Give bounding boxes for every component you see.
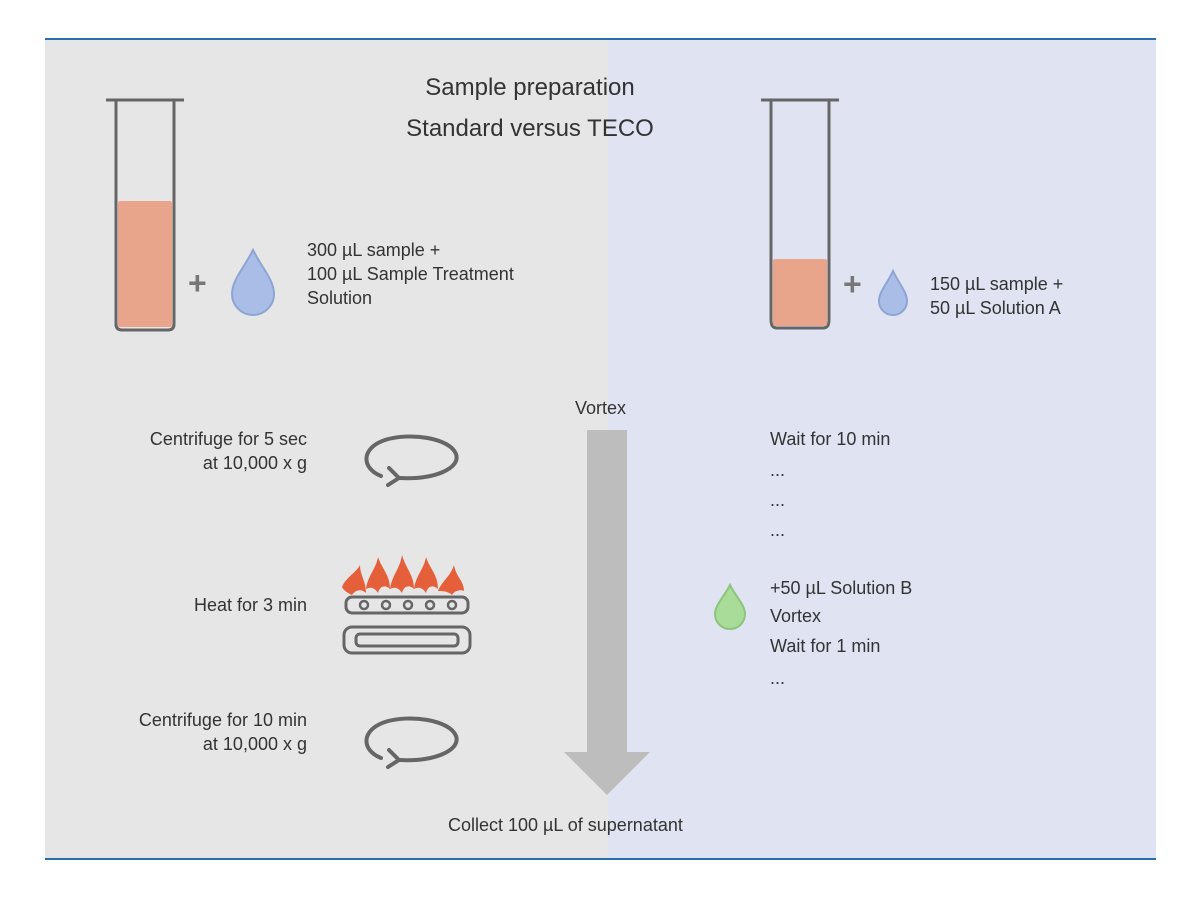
centrifuge-step3-line2: at 10,000 x g: [202, 734, 307, 754]
collect-label: Collect 100 µL of supernatant: [448, 815, 683, 835]
centrifuge-step3-line1: Centrifuge for 10 min: [138, 710, 307, 730]
standard-reagent-line3: Solution: [307, 288, 373, 308]
bottom-rule: [45, 858, 1156, 860]
teco-wait-line3: ...: [770, 490, 786, 510]
teco-reagent-line2: 50 µL Solution A: [930, 298, 1061, 318]
teco-panel: [608, 38, 1156, 860]
top-rule: [45, 38, 1156, 40]
blue-drop-icon: [230, 247, 276, 316]
test-tube-icon: [106, 98, 184, 332]
down-arrow-icon: [564, 430, 650, 795]
teco-solution-b-line3: Wait for 1 min: [770, 636, 881, 656]
vortex-label: Vortex: [575, 398, 627, 418]
centrifuge-rotate-icon: [364, 716, 459, 769]
standard-panel: [45, 38, 608, 860]
standard-reagent-line2: 100 µL Sample Treatment: [307, 264, 514, 284]
blue-drop-icon: [877, 268, 909, 316]
plus-sign: +: [843, 266, 862, 302]
teco-solution-b-line4: ...: [770, 668, 786, 688]
centrifuge-rotate-icon: [364, 434, 459, 487]
centrifuge-step1-line1: Centrifuge for 5 sec: [149, 429, 307, 449]
teco-reagent-line1: 150 µL sample +: [930, 274, 1064, 294]
teco-solution-b-line2: Vortex: [770, 606, 822, 626]
green-drop-icon: [713, 582, 747, 630]
teco-solution-b-line1: +50 µL Solution B: [770, 578, 913, 598]
plus-sign: +: [188, 265, 207, 301]
standard-reagent-line1: 300 µL sample +: [307, 240, 441, 260]
teco-wait-line1: Wait for 10 min: [770, 429, 891, 449]
diagram-title-line1: Sample preparation: [425, 74, 635, 101]
centrifuge-step1-line2: at 10,000 x g: [202, 453, 307, 473]
burner-flame-icon: [342, 555, 472, 655]
test-tube-icon: [761, 98, 839, 330]
diagram-title-line2: Standard versus TECO: [406, 115, 654, 142]
teco-wait-line4: ...: [770, 520, 786, 540]
teco-wait-line2: ...: [770, 460, 786, 480]
heat-step-label: Heat for 3 min: [193, 595, 307, 615]
